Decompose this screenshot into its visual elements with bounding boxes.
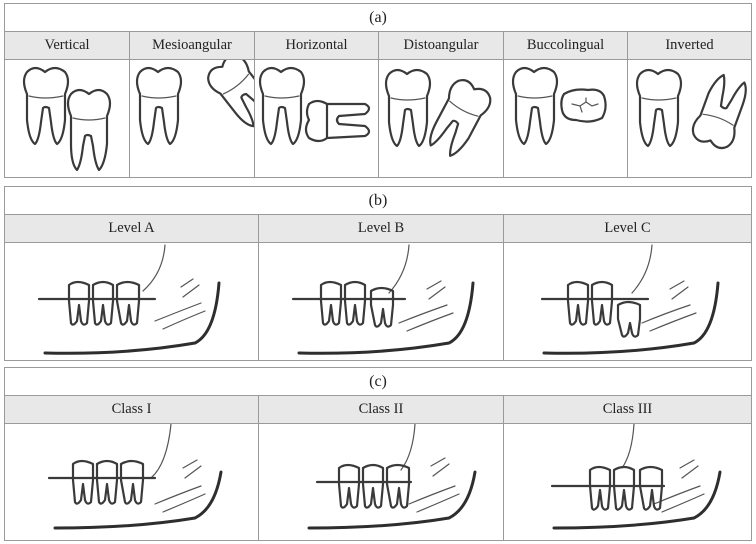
molar-tooth-icon [135,66,183,146]
panel-a: (a) Vertical Mesioangular Horizontal Dis… [4,3,752,178]
panel-b-label: (b) [5,187,751,215]
header-level-c: Level C [604,220,651,236]
panel-c-illustration-row [5,424,751,540]
header-level-b: Level B [259,215,504,242]
ramus-line [142,244,166,292]
header-vertical: Vertical [5,32,130,59]
level-b-jaw-drawing [291,244,475,355]
header-horizontal: Horizontal [255,32,379,59]
impacted-tooth-icon [304,99,371,143]
impacted-tooth-icon [429,79,492,157]
ramus-line [621,424,635,469]
header-level-a: Level A [5,215,259,242]
molar-tooth-icon [511,66,559,146]
illustration-level-c [504,243,751,360]
distoangular-teeth-drawing [384,68,492,157]
molar-tooth-icon [384,68,432,148]
header-class-i: Class I [5,396,259,423]
header-class-ii: Class II [259,396,504,423]
level-c-jaw-drawing [540,244,720,355]
illustration-level-a [5,243,259,360]
inverted-tooth-icon [691,73,747,150]
molar-row-icon [566,280,642,338]
header-mesioangular: Mesioangular [130,32,255,59]
molar-row-icon [588,465,664,511]
illustration-mesioangular [130,60,255,177]
horizontal-teeth-drawing [258,66,371,146]
vertical-teeth-drawing [22,66,112,172]
illustration-vertical [5,60,130,177]
mandible-outline [552,470,722,530]
inverted-teeth-drawing [635,68,747,150]
occlusal-tooth-icon [560,88,607,123]
buccolingual-teeth-drawing [511,66,607,146]
class-ii-jaw-drawing [307,424,477,530]
molar-row-icon [67,280,141,326]
molar-tooth-icon [258,66,306,146]
mesioangular-teeth-drawing [135,60,254,146]
molar-row-icon [71,459,145,505]
illustration-level-b [259,243,504,360]
illustration-buccolingual [504,60,628,177]
mandible-outline [542,281,720,355]
illustration-distoangular [379,60,504,177]
level-a-jaw-drawing [37,244,221,355]
panel-c-label: (c) [5,368,751,396]
panel-b: (b) Level A Level B Level C [4,186,752,361]
panel-c: (c) Class I Class II Class III [4,367,752,541]
mandible-outline [307,470,477,530]
ramus-line [150,424,172,479]
illustration-class-iii [504,424,751,540]
ramus-line [388,244,410,294]
header-distoangular: Distoangular [379,32,504,59]
ramus-line [631,244,653,294]
header-buccolingual: Buccolingual [504,32,628,59]
class-iii-jaw-drawing [550,424,722,530]
panel-a-label: (a) [5,4,751,32]
illustration-class-ii [259,424,504,540]
ramus-line [400,424,416,471]
impacted-tooth-icon [207,60,254,128]
panel-a-illustration-row [5,60,751,177]
illustration-horizontal [255,60,379,177]
molar-tooth-icon [635,68,683,148]
molar-row-icon [319,280,395,328]
panel-b-header-row: Level A Level B Level C [5,215,751,243]
panel-c-header-row: Class I Class II Class III [5,396,751,424]
illustration-class-i [5,424,259,540]
mandible-outline [297,281,475,355]
header-class-iii: Class III [602,401,653,417]
header-inverted: Inverted [665,37,714,53]
mandible-outline [53,470,223,530]
class-i-jaw-drawing [47,424,223,530]
molar-row-icon [337,463,411,509]
panel-b-illustration-row [5,243,751,360]
impacted-tooth-icon [66,88,112,172]
panel-a-header-row: Vertical Mesioangular Horizontal Distoan… [5,32,751,60]
illustration-inverted [628,60,751,177]
molar-tooth-icon [22,66,70,146]
mandible-outline [43,281,221,355]
